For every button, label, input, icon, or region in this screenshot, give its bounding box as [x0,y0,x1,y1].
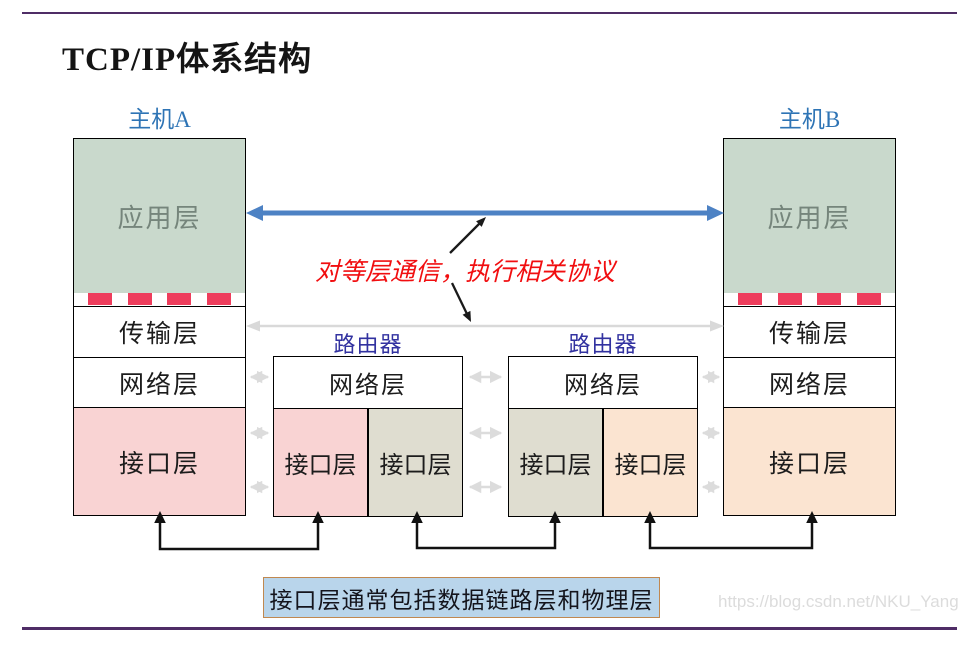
host-a-network-layer: 网络层 [74,358,245,408]
red-dash [167,293,192,305]
red-dash [88,293,112,305]
transport-layer-label: 传输层 [768,321,850,348]
host-b-label: 主机B [778,107,841,132]
network-layer-label: 网络层 [564,373,642,399]
application-layer-label: 应用层 [117,203,202,233]
router-1-label: 路由器 [333,332,403,357]
host-b-interface-layer: 接口层 [724,408,895,515]
router-2-stack: 网络层 接口层 接口层 [508,356,698,517]
host-a-sap-dash-strip [74,293,245,307]
host-a-stack: 应用层 传输层 网络层 接口层 [73,138,246,516]
host-a-label: 主机A [128,107,191,132]
router-2-label: 路由器 [568,332,638,357]
network-layer-label: 网络层 [329,373,407,399]
peer-communication-annotation: 对等层通信，执行相关协议 [314,259,615,286]
top-divider-line [22,12,957,14]
router-2-network-layer: 网络层 [509,357,697,409]
interface-layer-label: 接口层 [284,453,357,479]
router-1-stack: 网络层 接口层 接口层 [273,356,463,517]
router-1-interface-right: 接口层 [369,409,462,516]
red-dash [777,293,802,305]
interface-layer-label: 接口层 [768,450,850,478]
interface-layer-label: 接口层 [118,450,200,478]
network-layer-label: 网络层 [768,371,850,399]
host-a-transport-layer: 传输层 [74,307,245,358]
host-b-transport-layer: 传输层 [724,307,895,358]
interface-layer-note: 接口层通常包括数据链路层和物理层 [263,577,660,618]
application-layer-label: 应用层 [767,203,852,233]
host-b-network-layer: 网络层 [724,358,895,408]
red-dash [206,293,231,305]
red-dash [817,293,842,305]
slide-title: TCP/IP体系结构 [62,42,313,78]
red-dash [127,293,152,305]
peer-application-arrow [246,205,724,221]
bottom-divider-line [22,627,957,630]
annotation-arrow-down [450,282,471,322]
interface-layer-label: 接口层 [519,453,592,479]
note-text: 接口层通常包括数据链路层和物理层 [269,587,654,613]
transport-layer-label: 传输层 [118,321,200,348]
router-1-interface-left: 接口层 [274,409,369,516]
interface-layer-label: 接口层 [614,453,687,479]
host-b-stack: 应用层 传输层 网络层 接口层 [723,138,896,516]
host-a-application-layer: 应用层 [74,139,245,293]
network-layer-label: 网络层 [118,371,200,399]
host-b-application-layer: 应用层 [724,139,895,293]
router-2-interface-right: 接口层 [604,409,697,516]
host-b-sap-dash-strip [724,293,895,307]
host-a-interface-layer: 接口层 [74,408,245,515]
watermark-url: https://blog.csdn.net/NKU_Yang [718,592,959,611]
red-dash [856,293,881,305]
router-2-interface-left: 接口层 [509,409,604,516]
annotation-arrow-up [449,217,486,254]
router-1-network-layer: 网络层 [274,357,462,409]
red-dash [738,293,762,305]
interface-layer-label: 接口层 [379,453,452,479]
